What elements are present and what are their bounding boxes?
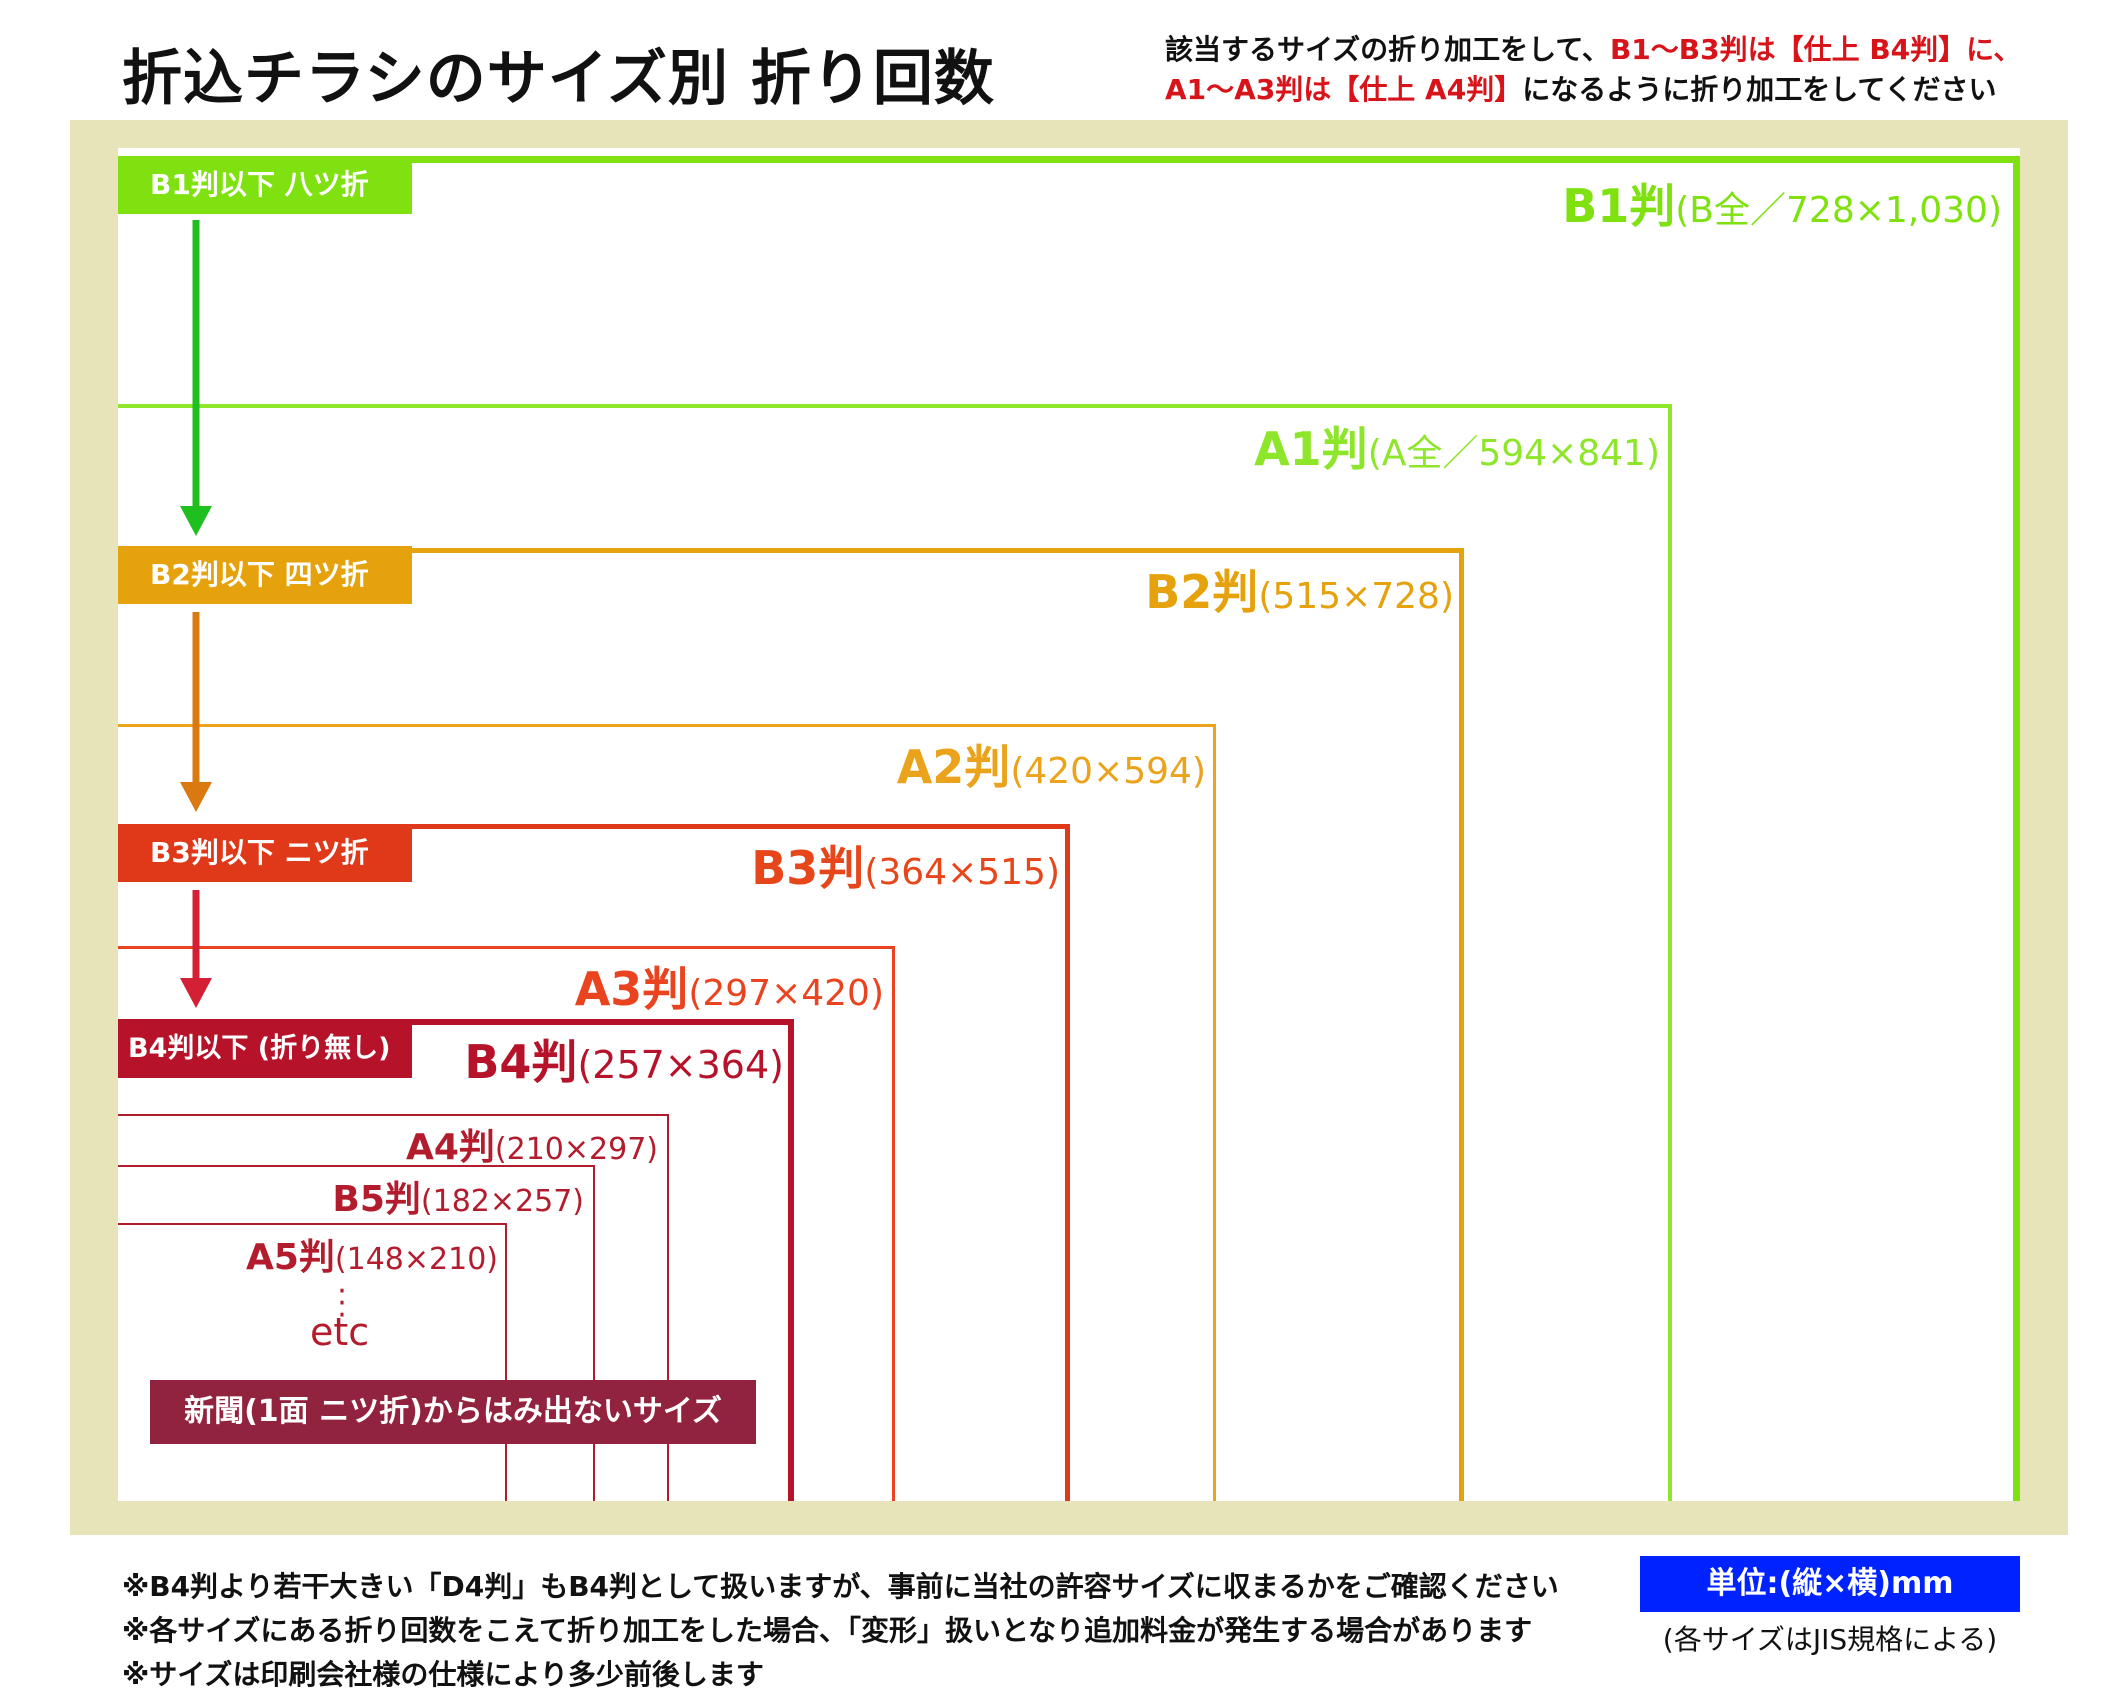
rect-a3 xyxy=(118,946,895,1501)
header-note-line2: A1〜A3判は【仕上 A4判】になるように折り加工をしてください xyxy=(1165,70,2021,110)
rect-a2 xyxy=(118,724,1216,1501)
label-b1-dims: (B全／728×1,030) xyxy=(1675,190,2002,231)
page-title: 折込チラシのサイズ別 折り回数 xyxy=(122,44,995,114)
label-b3: B3判(364×515) xyxy=(751,832,1060,898)
note-text-1b: B1〜B3判は【仕上 B4判】 xyxy=(1609,33,1967,66)
label-a4-name: A4判 xyxy=(406,1127,495,1168)
etc-label: etc xyxy=(310,1310,370,1354)
diagram-canvas: B1判(B全／728×1,030) A1判(A全／594×841) B2判(51… xyxy=(118,148,2020,1501)
rect-a4 xyxy=(118,1114,669,1501)
rect-a5 xyxy=(118,1223,507,1501)
label-b5-name: B5判 xyxy=(332,1179,421,1220)
ellipsis-vertical: ··· xyxy=(337,1274,347,1333)
rect-b4 xyxy=(118,1019,794,1501)
label-a5: A5判(148×210) xyxy=(246,1228,498,1280)
label-b5-dims: (182×257) xyxy=(420,1184,584,1219)
note-text-1a: 該当するサイズの折り加工をして、 xyxy=(1165,33,1610,66)
label-a1-name: A1判 xyxy=(1254,422,1368,476)
note-text-2b: になるように折り加工をしてください xyxy=(1522,73,1997,106)
note-text-2a: A1〜A3判は【仕上 A4判】 xyxy=(1165,73,1523,106)
rect-b3 xyxy=(118,824,1070,1501)
label-b1: B1判(B全／728×1,030) xyxy=(1562,170,2002,236)
label-a2-dims: (420×594) xyxy=(1010,751,1206,792)
rect-b1 xyxy=(118,156,2020,1501)
label-b1-name: B1判 xyxy=(1562,179,1676,233)
footnote-1: ※B4判より若干大きい「D4判」もB4判として扱いますが、事前に当社の許容サイズ… xyxy=(122,1570,1559,1603)
tag-b3: B3判以下 ニツ折 xyxy=(118,824,412,882)
note-text-1c: に、 xyxy=(1966,33,2022,66)
label-a4: A4判(210×297) xyxy=(406,1118,658,1170)
label-a3-dims: (297×420) xyxy=(688,973,884,1014)
label-a4-dims: (210×297) xyxy=(494,1132,658,1167)
footnote-2: ※各サイズにある折り回数をこえて折り加工をした場合、「変形」扱いとなり追加料金が… xyxy=(122,1614,1533,1647)
tag-b4-text: B4判以下 (折り無し) xyxy=(128,1033,391,1064)
label-a5-dims: (148×210) xyxy=(334,1242,498,1277)
header-note: 該当するサイズの折り加工をして、B1〜B3判は【仕上 B4判】に、 A1〜A3判… xyxy=(1165,30,2021,110)
label-b2-name: B2判 xyxy=(1145,565,1259,619)
label-a5-name: A5判 xyxy=(246,1237,335,1278)
label-b2-dims: (515×728) xyxy=(1258,576,1454,617)
rect-a1 xyxy=(118,404,1672,1501)
arrow-1 xyxy=(180,220,212,536)
jis-note: (各サイズはJIS規格による) xyxy=(1662,1623,1998,1656)
label-a1: A1判(A全／594×841) xyxy=(1254,413,1660,479)
newspaper-bar: 新聞(1面 ニツ折)からはみ出ないサイズ xyxy=(150,1380,756,1444)
tag-b2-text: B2判以下 四ツ折 xyxy=(150,558,369,591)
label-b3-dims: (364×515) xyxy=(864,852,1060,893)
arrow-3 xyxy=(180,890,212,1008)
label-b5: B5判(182×257) xyxy=(332,1170,584,1222)
footnote-3: ※サイズは印刷会社様の仕様により多少前後します xyxy=(122,1658,764,1691)
tag-b3-text: B3判以下 ニツ折 xyxy=(150,836,369,869)
label-a3-name: A3判 xyxy=(574,962,689,1016)
tag-b1: B1判以下 八ツ折 xyxy=(118,156,412,214)
arrow-2 xyxy=(180,612,212,812)
label-b2: B2判(515×728) xyxy=(1145,556,1454,622)
tag-b2: B2判以下 四ツ折 xyxy=(118,546,412,604)
label-a2-name: A2判 xyxy=(896,740,1011,794)
footnotes: ※B4判より若干大きい「D4判」もB4判として扱いますが、事前に当社の許容サイズ… xyxy=(122,1565,1559,1697)
label-b4-dims: (257×364) xyxy=(577,1043,784,1087)
rect-b5 xyxy=(118,1165,595,1501)
unit-badge: 単位:(縦×横)mm xyxy=(1640,1556,2020,1612)
label-b3-name: B3判 xyxy=(751,841,865,895)
label-b4: B4判(257×364) xyxy=(464,1026,784,1092)
rect-b2 xyxy=(118,548,1464,1501)
tag-b4: B4判以下 (折り無し) xyxy=(118,1020,412,1078)
label-b4-name: B4判 xyxy=(464,1035,578,1089)
label-a1-dims: (A全／594×841) xyxy=(1367,433,1660,474)
label-a2: A2判(420×594) xyxy=(897,731,1206,797)
tag-b1-text: B1判以下 八ツ折 xyxy=(150,168,369,201)
header-note-line1: 該当するサイズの折り加工をして、B1〜B3判は【仕上 B4判】に、 xyxy=(1165,30,2021,70)
label-a3: A3判(297×420) xyxy=(575,953,884,1019)
